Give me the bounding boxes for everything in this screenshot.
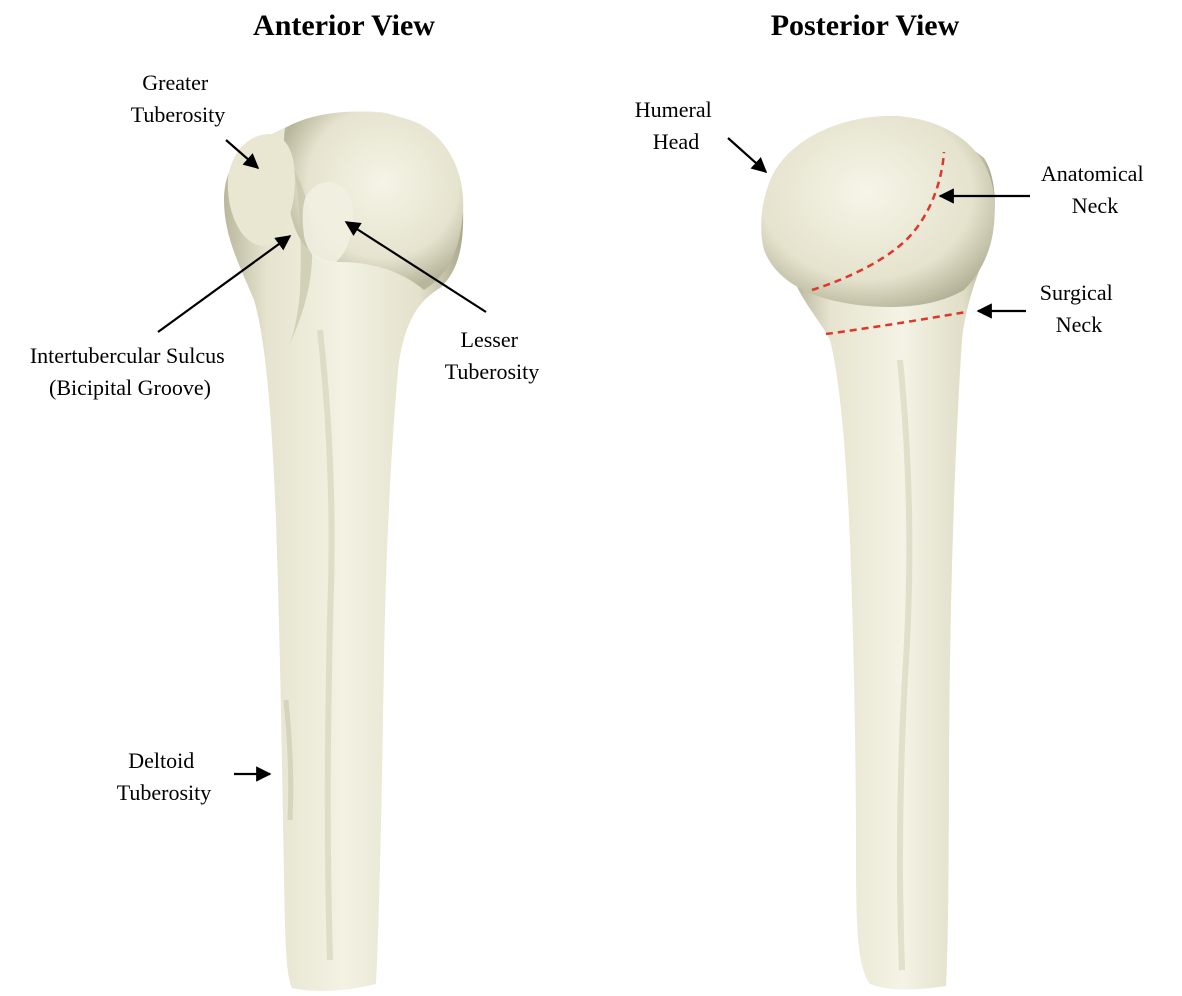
surgical-neck-label-line-2: Neck xyxy=(1056,312,1102,337)
intertubercular-sulcus-label: Intertubercular Sulcus (Bicipital Groove… xyxy=(30,343,230,400)
surgical-neck-label-line-1: Surgical xyxy=(1040,280,1113,305)
posterior-view-title: Posterior View xyxy=(771,9,960,42)
anatomical-neck-label-line-1: Anatomical xyxy=(1041,161,1144,186)
anterior-view-title: Anterior View xyxy=(253,9,435,42)
surgical-neck-label: Surgical Neck xyxy=(1040,280,1118,337)
intertubercular-sulcus-label-line-2: (Bicipital Groove) xyxy=(49,375,211,400)
lesser-tuberosity-label: Lesser Tuberosity xyxy=(445,327,540,384)
intertubercular-sulcus-label-line-1: Intertubercular Sulcus xyxy=(30,343,225,368)
lesser-tuberosity-label-line-2: Tuberosity xyxy=(445,359,540,384)
posterior-humerus-bone xyxy=(761,116,995,990)
anterior-humerus-bone xyxy=(224,111,463,991)
greater-tuberosity-label-line-1: Greater xyxy=(142,70,209,95)
greater-tuberosity-label: Greater Tuberosity xyxy=(131,70,226,127)
humeral-head-label: Humeral Head xyxy=(635,97,717,154)
deltoid-tuberosity-label: Deltoid Tuberosity xyxy=(117,748,212,805)
lesser-tuberosity-label-line-1: Lesser xyxy=(461,327,519,352)
anatomical-neck-label: Anatomical Neck xyxy=(1041,161,1149,218)
humeral-head-arrow xyxy=(728,138,766,172)
anatomical-neck-label-line-2: Neck xyxy=(1072,193,1118,218)
humeral-head-label-line-2: Head xyxy=(653,129,699,154)
greater-tuberosity-label-line-2: Tuberosity xyxy=(131,102,226,127)
humeral-head-label-line-1: Humeral xyxy=(635,97,712,122)
deltoid-tuberosity-label-line-1: Deltoid xyxy=(128,748,194,773)
posterior-humeral-head xyxy=(761,116,995,307)
deltoid-tuberosity-label-line-2: Tuberosity xyxy=(117,780,212,805)
